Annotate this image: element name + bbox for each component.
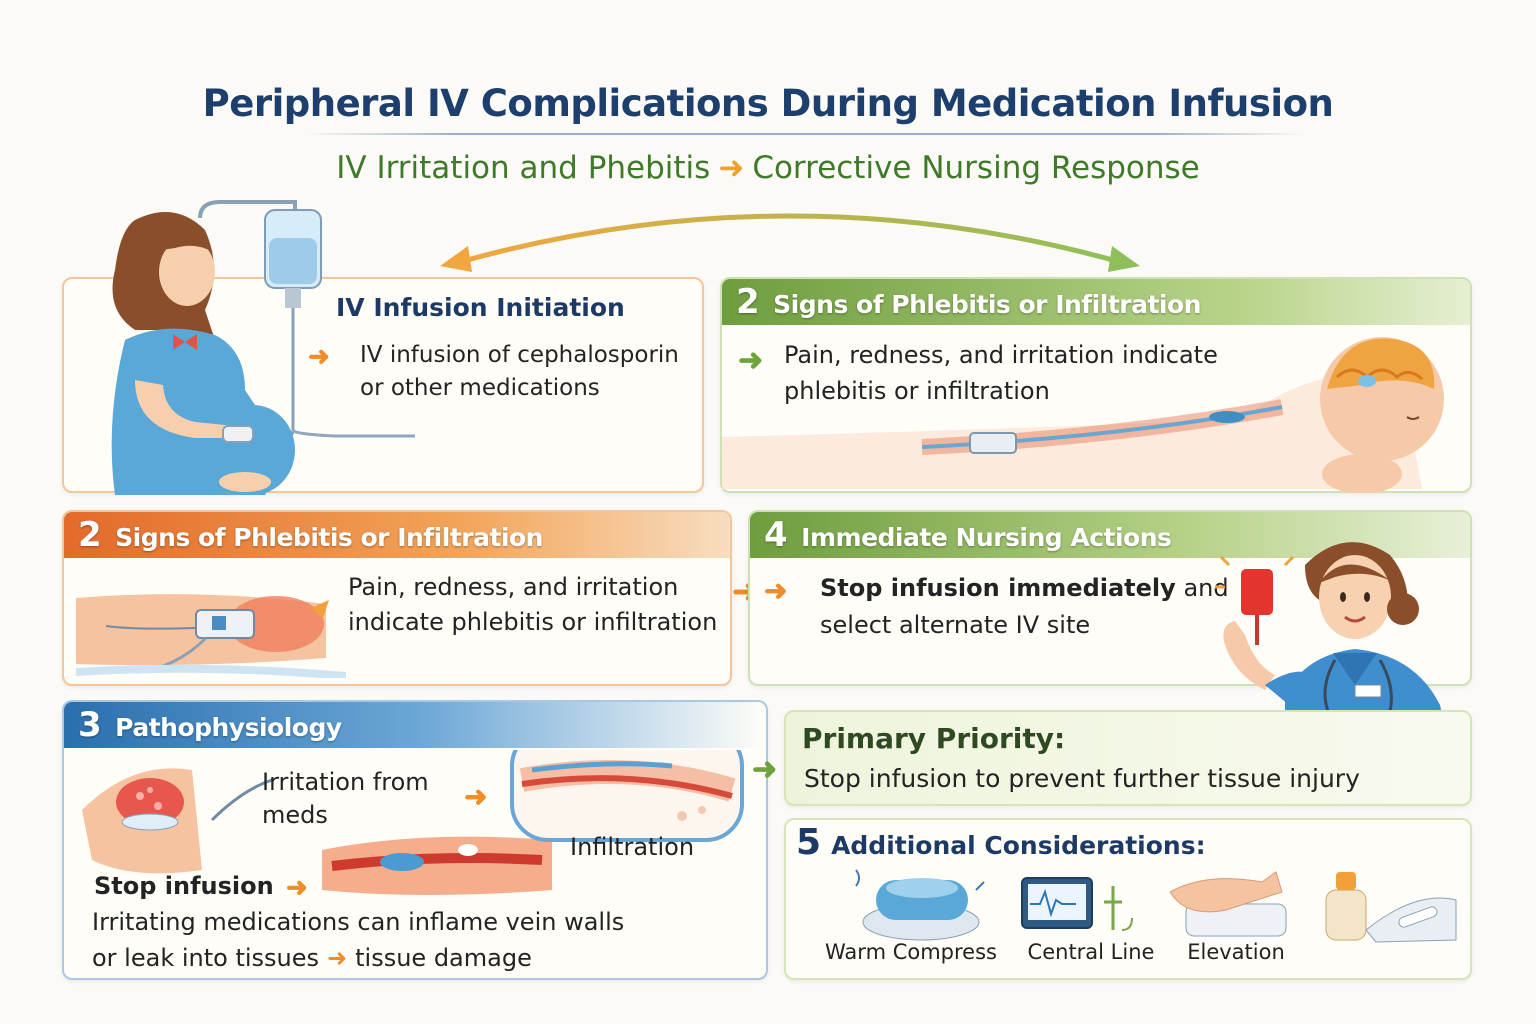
vein-and-infant-illustration — [722, 337, 1444, 493]
panel-signs-top-heading: Signs of Phlebitis or Infiltration — [773, 290, 1201, 319]
page-subtitle: IV Irritation and Phebitis➜Corrective Nu… — [0, 150, 1536, 186]
panel-iv-initiation-text: IV infusion of cephalosporin or other me… — [360, 342, 679, 401]
page-title: Peripheral IV Complications During Medic… — [202, 82, 1334, 125]
title-divider — [305, 133, 1305, 135]
panel-signs-mid-heading: Signs of Phlebitis or Infiltration — [115, 523, 543, 552]
nursing-actions-rest-text: and select alternate IV site — [820, 574, 1229, 639]
panel-pathophysiology-header: 3 Pathophysiology — [64, 702, 766, 748]
panel-nursing-actions: 4 Immediate Nursing Actions ➜ Stop infusi… — [748, 510, 1472, 686]
warm-compress-icon — [855, 869, 985, 941]
arrow-right-icon: ➜ — [327, 944, 348, 972]
arrow-right-icon: ➜ — [764, 575, 788, 606]
pathophysiology-body-line1: Irritating medications can inflame vein … — [92, 908, 625, 936]
pathophysiology-illustration — [82, 750, 744, 895]
primary-priority-heading: Primary Priority: — [802, 722, 1066, 755]
pathophysiology-body-line2-b: tissue damage — [355, 944, 532, 972]
arrow-right-icon: ➜ — [738, 344, 764, 377]
arrow-right-icon: ➜ — [464, 781, 488, 812]
panel-nursing-actions-text: Stop infusion immediately and select alt… — [820, 570, 1230, 644]
subtitle-right: Corrective Nursing Response — [752, 150, 1200, 186]
infiltration-label: Infiltration — [570, 833, 695, 861]
arrow-right-icon: ➜ — [308, 341, 330, 371]
panel-nursing-actions-heading: Immediate Nursing Actions — [801, 523, 1172, 552]
panel-pathophysiology-heading: Pathophysiology — [115, 713, 342, 742]
central-line-icon — [1021, 877, 1133, 931]
arrow-right-icon: ➜ — [752, 753, 778, 786]
iv-catheter-arm-illustration — [76, 594, 346, 678]
elevation-icon — [1169, 871, 1287, 937]
pregnant-patient-illustration — [111, 200, 415, 495]
consideration-central-line: Central Line — [1027, 940, 1155, 964]
panel-signs-top-number: 2 — [736, 282, 760, 322]
stop-infusion-label: Stop infusion — [94, 872, 274, 900]
panel-additional-heading-row: 5 Additional Considerations: — [796, 822, 1206, 863]
panel-iv-initiation-heading: IV Infusion Initiation — [336, 293, 625, 322]
consideration-warm-compress: Warm Compress — [825, 940, 997, 964]
nursing-actions-bold-text: Stop infusion immediately — [820, 574, 1176, 602]
arrow-right-icon: ➜ — [718, 150, 745, 186]
panel-signs-top-text: Pain, redness, and irritation indicate p… — [784, 341, 1218, 405]
panel-signs-top-header: 2 Signs of Phlebitis or Infiltration — [722, 279, 1470, 325]
panel-additional-considerations: 5 Additional Considerations: Warm Compres… — [784, 818, 1472, 980]
irritation-label: Irritation from meds — [262, 768, 429, 829]
cycle-arrow-icon — [440, 213, 1140, 272]
panel-signs-mid-header: 2 Signs of Phlebitis or Infiltration — [64, 512, 730, 558]
arrow-right-icon: ➜ — [286, 872, 308, 902]
panel-signs-mid: 2 Signs of Phlebitis or Infiltration Pain… — [62, 510, 732, 686]
panel-additional-heading: Additional Considerations: — [831, 831, 1206, 860]
panel-additional-number: 5 — [796, 822, 822, 863]
pathophysiology-body-line2-a: or leak into tissues — [92, 944, 320, 972]
panel-signs-top: 2 Signs of Phlebitis or Infiltration ➜ Pa… — [720, 277, 1472, 493]
panel-signs-mid-text: Pain, redness, and irritation indicate p… — [348, 573, 718, 636]
alert-icon — [1241, 569, 1273, 615]
bottle-and-pad-icon — [1325, 872, 1457, 943]
pathophysiology-body-line2: or leak into tissues➜tissue damage — [92, 944, 532, 972]
panel-primary-priority: Primary Priority: Stop infusion to preve… — [784, 710, 1472, 806]
panel-signs-mid-number: 2 — [78, 515, 102, 555]
consideration-elevation: Elevation — [1187, 940, 1285, 964]
subtitle-left: IV Irritation and Phebitis — [336, 150, 711, 186]
panel-nursing-actions-number: 4 — [764, 515, 788, 555]
panel-pathophysiology-number: 3 — [78, 705, 102, 745]
primary-priority-text: Stop infusion to prevent further tissue … — [804, 764, 1360, 793]
